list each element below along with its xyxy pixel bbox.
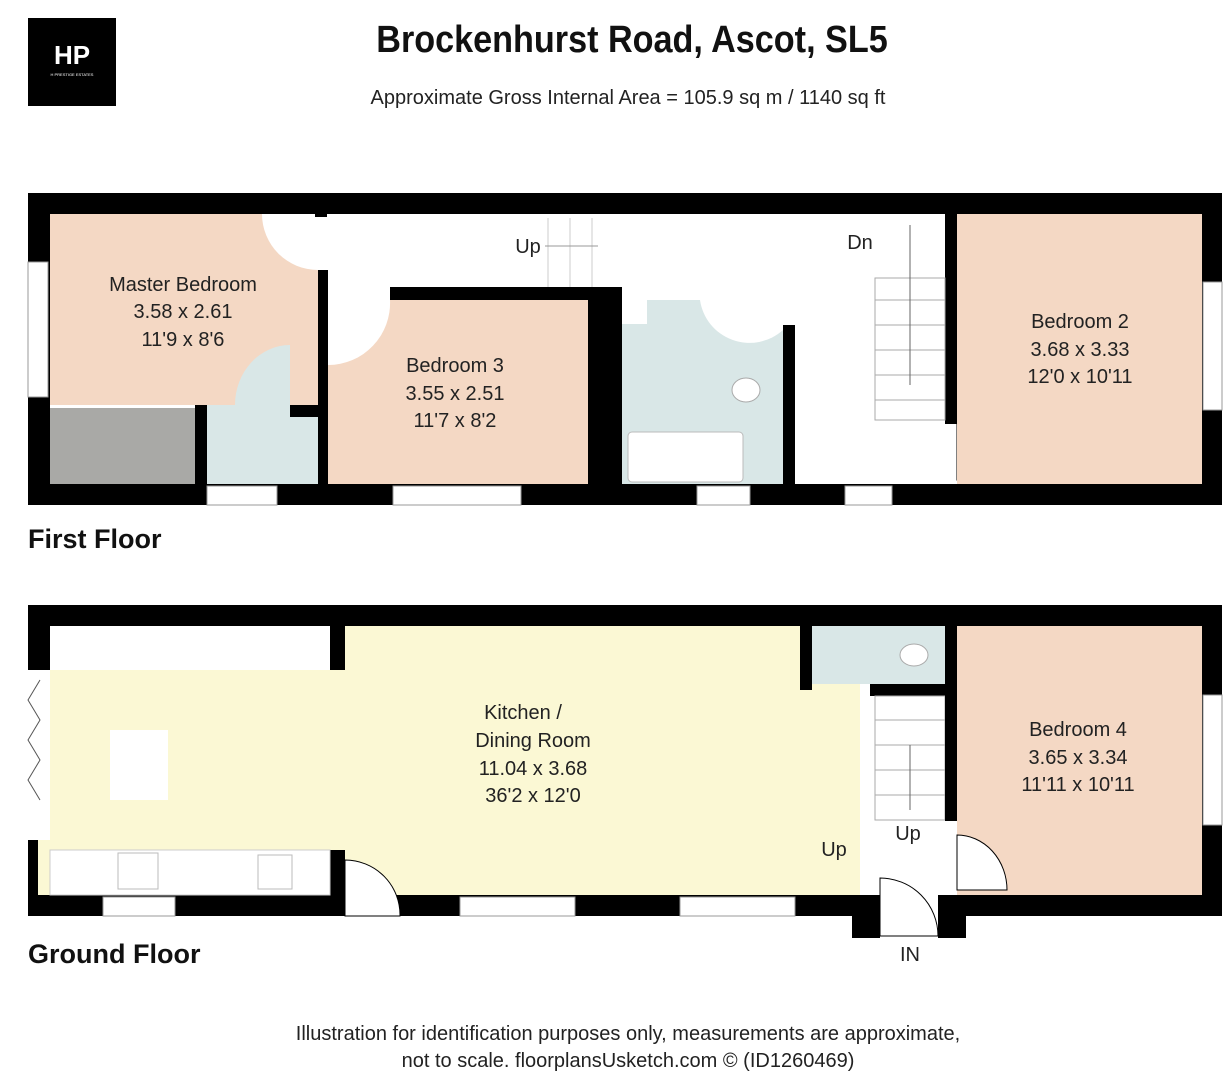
window [844,485,893,506]
ground-floor-plan: Kitchen / Dining Room 11.04 x 3.68 36'2 … [27,605,1223,966]
disclaimer-line-2: not to scale. floorplansUsketch.com © (I… [402,1050,855,1072]
bathtub [627,431,744,483]
window [1202,694,1223,826]
window [102,896,176,917]
room-name: Master Bedroom [109,274,257,296]
room-imperial: 12'0 x 10'11 [1027,366,1132,388]
ground-floor-label: Ground Floor [28,939,201,969]
room-name: Bedroom 4 [1029,719,1127,741]
room-name: Kitchen / [484,702,562,724]
window [459,896,576,917]
bedroom-2-area [957,214,1202,484]
room-imperial: 36'2 x 12'0 [485,785,581,807]
bedroom-4-area [957,626,1202,895]
logo-tagline: H PRESTIGE ESTATES [51,72,94,77]
room-metric: 3.65 x 3.34 [1029,747,1128,769]
kitchen-island [110,730,168,800]
room-metric: 11.04 x 3.68 [479,758,588,780]
window [206,485,278,506]
first-floor-label: First Floor [28,524,162,554]
room-name: Bedroom 3 [406,355,504,377]
room-imperial: 11'9 x 8'6 [142,329,225,351]
room-metric: 3.55 x 2.51 [406,383,505,405]
logo-text: HP [54,40,90,70]
room-name-line2: Dining Room [475,730,591,752]
window [679,896,796,917]
window [1202,281,1223,411]
window [27,261,49,398]
wardrobe [50,408,195,484]
window [696,485,751,506]
window [392,485,522,506]
room-name: Bedroom 2 [1031,311,1129,333]
area-summary: Approximate Gross Internal Area = 105.9 … [371,87,886,109]
room-metric: 3.58 x 2.61 [134,301,233,323]
room-imperial: 11'7 x 8'2 [414,410,497,432]
staircase [874,695,946,821]
logo: HP H PRESTIGE ESTATES [28,18,116,106]
first-floor-plan: Master Bedroom 3.58 x 2.61 11'9 x 8'6 Be… [27,193,1223,506]
entrance-label: IN [900,944,920,966]
stairs-down-label: Dn [847,232,873,254]
stairs-up-label: Up [821,839,847,861]
room-metric: 3.68 x 3.33 [1031,339,1130,361]
room-imperial: 11'11 x 10'11 [1021,774,1134,796]
staircase [545,218,946,421]
stairs-up-label: Up [515,236,541,258]
disclaimer-line-1: Illustration for identification purposes… [296,1023,960,1045]
ensuite [205,345,318,484]
stairs-up-label: Up [895,823,921,845]
hob [257,854,293,890]
page-title: Brockenhurst Road, Ascot, SL5 [376,17,887,60]
